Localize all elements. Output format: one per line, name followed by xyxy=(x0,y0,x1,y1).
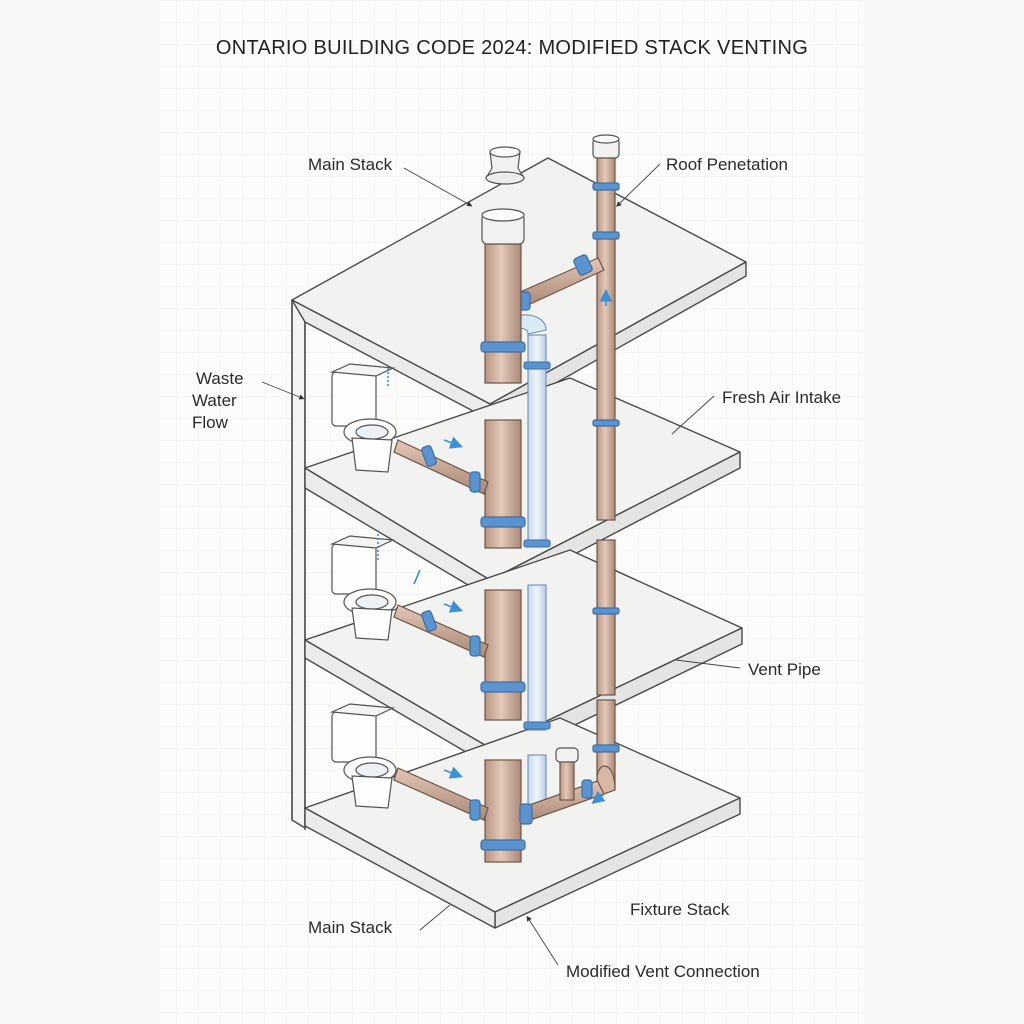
label-waste-line-2: Water xyxy=(192,391,237,410)
roof-vent-cap-icon xyxy=(592,134,620,159)
toilet-icon xyxy=(329,535,397,641)
roof-vent-cap-icon xyxy=(484,146,526,185)
label-waste-line-1: Waste xyxy=(196,369,244,388)
label-fresh-air-intake: Fresh Air Intake xyxy=(722,388,841,407)
main-stack-cap xyxy=(481,208,525,245)
fixture-branch-pipes xyxy=(393,439,489,821)
label-waste-line-3: Flow xyxy=(192,413,229,432)
label-modified-vent-connection: Modified Vent Connection xyxy=(566,962,760,981)
vent-pipe xyxy=(513,314,551,806)
toilet-icon xyxy=(329,703,397,809)
label-main-stack-top: Main Stack xyxy=(308,155,393,174)
label-main-stack-bottom: Main Stack xyxy=(308,918,393,937)
label-roof-penetration: Roof Penetation xyxy=(666,155,788,174)
main-stack-pipe xyxy=(480,227,526,863)
flow-arrow-icon xyxy=(377,288,613,804)
side-wall xyxy=(291,299,306,829)
label-vent-pipe: Vent Pipe xyxy=(748,660,821,679)
roof-vent-pipe xyxy=(592,149,620,791)
diagram-title: ONTARIO BUILDING CODE 2024: MODIFIED STA… xyxy=(216,37,808,59)
leader-lines xyxy=(261,163,741,966)
toilet-icon xyxy=(329,363,397,473)
label-fixture-stack: Fixture Stack xyxy=(630,900,730,919)
building-frame xyxy=(291,299,306,830)
